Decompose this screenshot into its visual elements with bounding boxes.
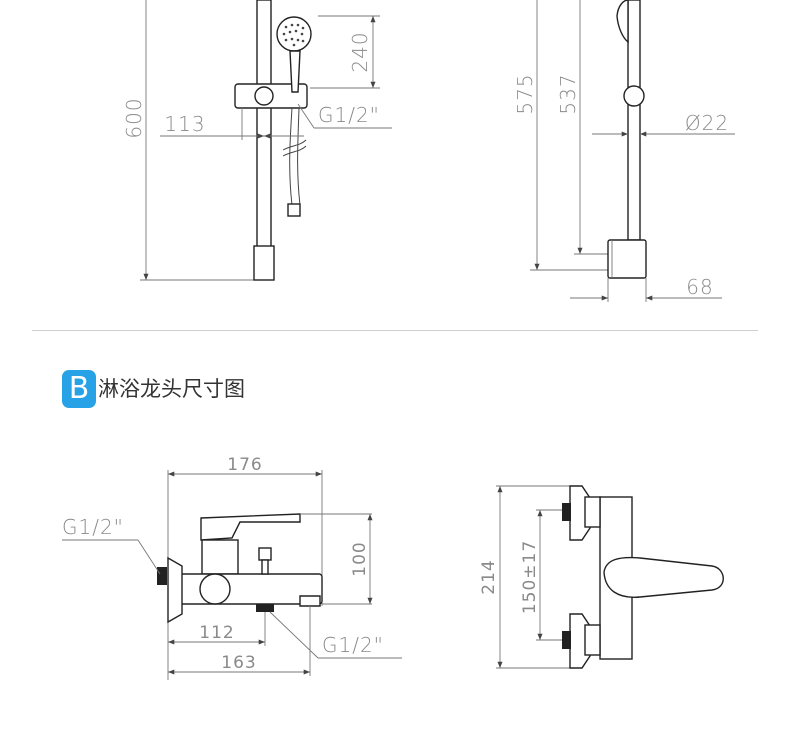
side-slider xyxy=(623,85,645,107)
diverter-stem xyxy=(261,559,269,575)
dim-label-113: 113 xyxy=(164,112,205,136)
bottom-connector xyxy=(584,624,601,656)
leader-g12-bottom xyxy=(269,611,319,659)
top-connector xyxy=(584,496,601,528)
section-b-badge: B xyxy=(62,370,96,408)
top-thread xyxy=(562,503,571,521)
hose-break-a xyxy=(282,139,307,151)
dim-label-150: 150±17 xyxy=(520,540,540,614)
dim-label-176: 176 xyxy=(227,455,262,475)
leader-g12-top xyxy=(297,103,315,129)
faucet-inlet-round xyxy=(199,573,231,605)
dim-label-214: 214 xyxy=(479,559,499,594)
faucet-lever xyxy=(200,513,301,541)
hose-nut xyxy=(287,203,301,217)
thread-label-top: G1/2" xyxy=(318,103,380,127)
section-divider xyxy=(32,330,758,331)
faucet-side-view: 214 150±17 xyxy=(479,485,724,669)
dim-label-240: 240 xyxy=(348,31,372,72)
left-thread xyxy=(157,567,167,585)
shower-hose-b xyxy=(297,107,301,206)
slider-knob xyxy=(254,86,274,106)
dim-label-163: 163 xyxy=(221,653,256,673)
dim-label-100: 100 xyxy=(350,541,370,576)
dim-label-22: Ø22 xyxy=(685,111,729,135)
shower-handle xyxy=(289,50,301,93)
rail-end-cap xyxy=(253,245,275,281)
wall-bracket xyxy=(607,239,647,279)
bottom-thread xyxy=(562,631,571,649)
hose-break-b xyxy=(282,145,307,157)
dim-label-600: 600 xyxy=(122,97,146,138)
shower-head-nozzles xyxy=(282,23,305,47)
dim-label-537: 537 xyxy=(556,73,580,114)
faucet-spout xyxy=(299,595,321,607)
faucet-cartridge-housing xyxy=(201,539,239,575)
faucet-front-view: 176 100 112 163 G1/2" G1 xyxy=(62,455,402,680)
leader-g12-left xyxy=(137,539,161,575)
section-b-title: 淋浴龙头尺寸图 xyxy=(98,377,245,401)
dim-label-575: 575 xyxy=(513,73,537,114)
faucet-side-lever xyxy=(603,556,724,598)
dim-label-68: 68 xyxy=(686,275,713,299)
thread-label-left: G1/2" xyxy=(62,515,124,539)
thread-label-bottom: G1/2" xyxy=(322,633,384,657)
side-shower-head xyxy=(616,0,629,44)
shower-hose-a xyxy=(289,107,293,206)
diverter-cap xyxy=(258,547,272,561)
slide-rail xyxy=(256,0,272,249)
dim-label-112: 112 xyxy=(199,623,234,643)
shower-rail-front-view: 600 240 113 xyxy=(122,0,392,281)
left-escutcheon xyxy=(167,556,183,624)
shower-rail-side-view: 575 537 Ø22 68 xyxy=(513,0,735,302)
side-rail xyxy=(627,0,641,241)
bottom-thread xyxy=(256,604,274,612)
